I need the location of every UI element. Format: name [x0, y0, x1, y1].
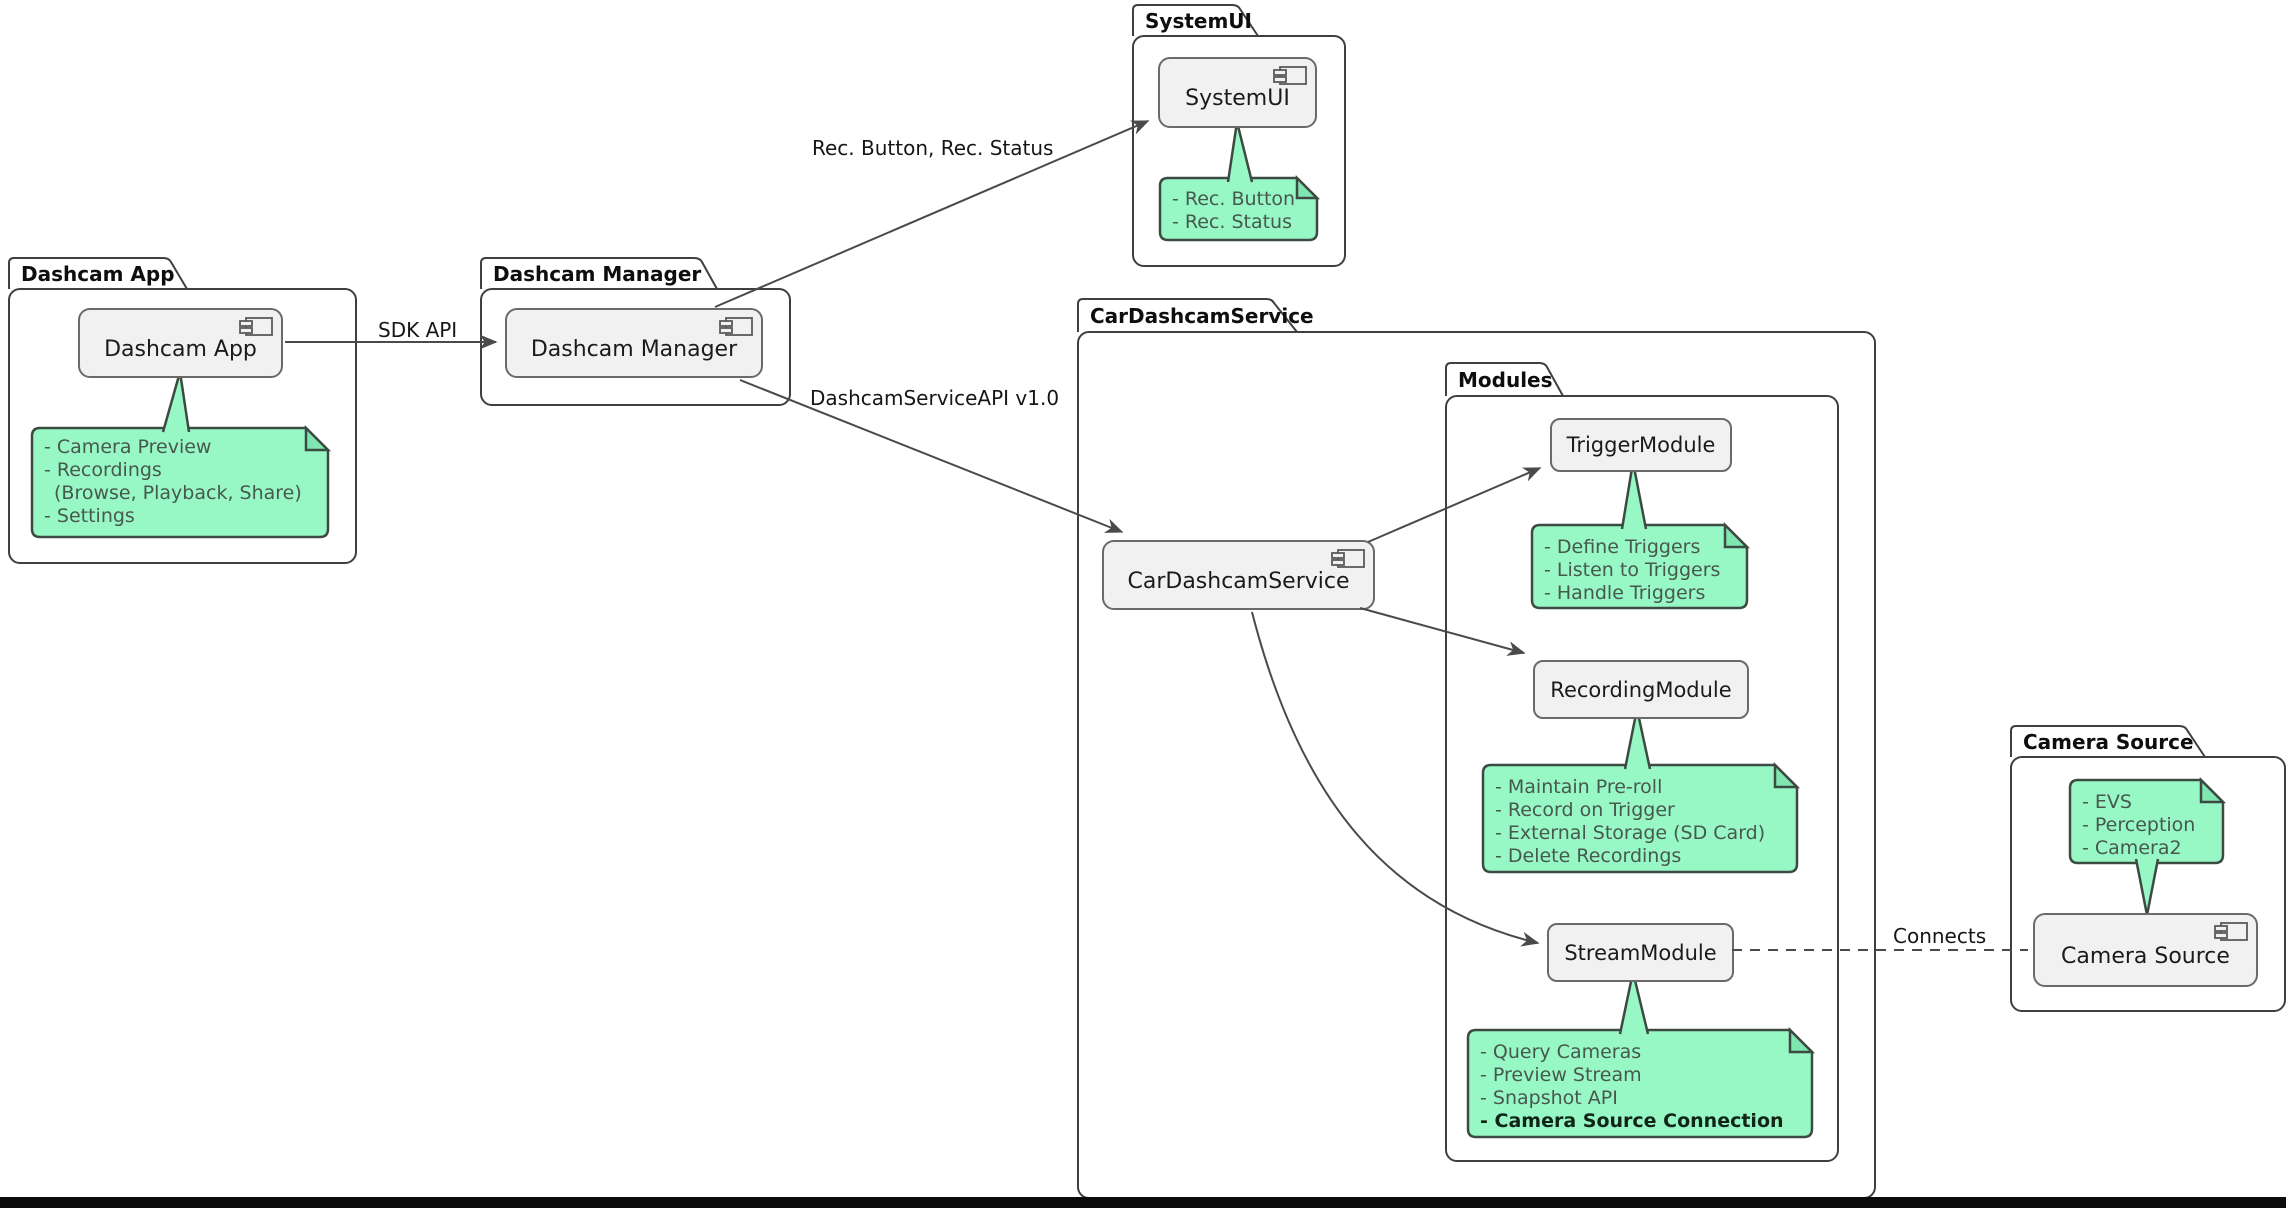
module-recording: RecordingModule: [1533, 660, 1749, 719]
note-line: - Perception: [2082, 814, 2196, 836]
note-line: - Recordings: [44, 459, 162, 481]
note-line: - Record on Trigger: [1495, 799, 1675, 821]
component-car-dashcam-service-label: CarDashcamService: [1127, 568, 1350, 594]
package-title-car-dashcam-service: CarDashcamService: [1090, 304, 1314, 328]
note-line: - Camera Preview: [44, 436, 212, 458]
component-systemui-label: SystemUI: [1185, 86, 1290, 111]
note-line: - Define Triggers: [1544, 536, 1701, 558]
package-title-camera-source: Camera Source: [2023, 730, 2194, 754]
module-trigger-label: TriggerModule: [1566, 433, 1716, 457]
component-dashcam-app: Dashcam App: [78, 308, 283, 378]
note-camera-source-text: - EVS - Perception - Camera2: [2070, 783, 2223, 866]
edge-label-dashcam-service-api: DashcamServiceAPI v1.0: [810, 386, 1060, 410]
edge-label-connects: Connects: [1893, 924, 1987, 948]
note-line: - Snapshot API: [1480, 1087, 1618, 1109]
component-camera-source: Camera Source: [2033, 913, 2258, 987]
note-line: - Maintain Pre-roll: [1495, 776, 1663, 798]
note-line: - Handle Triggers: [1544, 582, 1706, 604]
note-line: - Preview Stream: [1480, 1064, 1642, 1086]
note-dashcam-app-text: - Camera Preview - Recordings (Browse, P…: [32, 428, 328, 537]
component-icon: [239, 317, 273, 336]
package-title-modules: Modules: [1458, 368, 1553, 392]
note-line: - Listen to Triggers: [1544, 559, 1721, 581]
component-dashcam-app-label: Dashcam App: [104, 336, 257, 362]
component-icon: [1273, 66, 1307, 85]
note-line: - Rec. Status: [1172, 211, 1293, 233]
module-stream: StreamModule: [1547, 923, 1734, 982]
package-title-systemui: SystemUI: [1145, 9, 1252, 33]
module-recording-label: RecordingModule: [1550, 677, 1732, 702]
note-line: (Browse, Playback, Share): [54, 482, 302, 504]
note-line: - Delete Recordings: [1495, 845, 1682, 867]
note-stream-text: - Query Cameras - Preview Stream - Snaps…: [1468, 1033, 1812, 1140]
note-line: - External Storage (SD Card): [1495, 822, 1766, 844]
note-line: - Settings: [44, 505, 135, 527]
component-camera-source-label: Camera Source: [2061, 943, 2230, 969]
note-line-bold: - Camera Source Connection: [1480, 1110, 1784, 1132]
package-title-dashcam-app: Dashcam App: [21, 262, 175, 286]
note-systemui-text: - Rec. Button - Rec. Status: [1160, 180, 1317, 242]
note-recording-text: - Maintain Pre-roll - Record on Trigger …: [1483, 768, 1797, 875]
component-systemui: SystemUI: [1158, 57, 1317, 128]
component-car-dashcam-service: CarDashcamService: [1102, 540, 1375, 610]
module-trigger: TriggerModule: [1550, 418, 1732, 472]
note-trigger-text: - Define Triggers - Listen to Triggers -…: [1532, 528, 1747, 611]
bottom-black-bar: [0, 1197, 2286, 1208]
component-icon: [2214, 922, 2248, 941]
component-dashcam-manager-label: Dashcam Manager: [530, 336, 738, 362]
component-icon: [719, 317, 753, 336]
component-dashcam-manager: Dashcam Manager: [505, 308, 763, 378]
note-line: - EVS: [2082, 791, 2132, 813]
component-icon: [1331, 549, 1365, 568]
edge-label-rec-button-status: Rec. Button, Rec. Status: [812, 136, 1054, 160]
note-line: - Camera2: [2082, 837, 2182, 859]
note-line: - Query Cameras: [1480, 1041, 1642, 1063]
module-stream-label: StreamModule: [1564, 940, 1717, 965]
note-line: - Rec. Button: [1172, 188, 1296, 210]
edge-label-sdk-api: SDK API: [378, 318, 458, 342]
package-title-dashcam-manager: Dashcam Manager: [493, 262, 702, 286]
